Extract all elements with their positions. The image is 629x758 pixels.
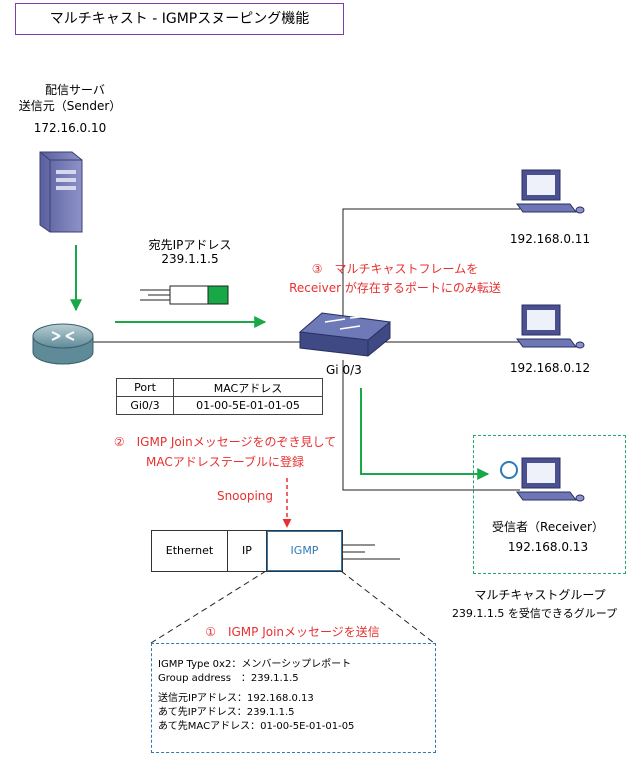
mac-table-header-port: Port: [116, 378, 174, 397]
pc-icon-host2: [516, 304, 585, 349]
host2-ip: 192.168.0.12: [509, 361, 591, 375]
host1-ip: 192.168.0.11: [509, 232, 591, 246]
switch-icon: [298, 312, 392, 357]
group-label-1: マルチキャストグループ: [474, 588, 606, 602]
sender-label-2: 送信元（Sender）: [18, 99, 122, 113]
receiver-label: 受信者（Receiver）: [492, 520, 604, 534]
step2-line2: MACアドレステーブルに登録: [145, 455, 304, 469]
sender-ip: 172.16.0.10: [33, 121, 107, 135]
mac-table-header-mac: MACアドレス: [173, 378, 323, 397]
packet-label: 宛先IPアドレス: [148, 238, 232, 252]
step3-line1: ③ マルチキャストフレームを: [311, 262, 479, 276]
igmp-info: IGMP Type 0x2：メンバーシップレポート Group address …: [158, 658, 354, 734]
mac-table-cell-mac: 01-00-5E-01-01-05: [173, 396, 323, 415]
switch-port-label: Gi 0/3: [326, 363, 362, 377]
frame-tail-lines: [341, 544, 400, 560]
network-links: [93, 208, 520, 491]
step3-line2: Receiver が存在するポートにのみ転送: [289, 281, 501, 295]
switch-to-receiver-arrow: [360, 388, 490, 480]
igmp-info-dst-ip: あて先IPアドレス：239.1.1.5: [158, 707, 295, 718]
frame-ethernet: Ethernet: [152, 531, 228, 571]
igmp-callout-lines: [150, 570, 435, 644]
multicast-group-box: [473, 435, 626, 574]
igmp-frame: Ethernet IP IGMP: [151, 530, 343, 572]
pc-icon-host1: [516, 169, 585, 214]
group-label-2: 239.1.1.5 を受信できるグループ: [451, 607, 618, 620]
mac-table-cell-port: Gi0/3: [116, 396, 174, 415]
pc-icon-receiver: [516, 457, 585, 502]
snooping-label: Snooping: [216, 489, 274, 503]
frame-ip: IP: [228, 531, 267, 571]
mac-address-table: Port MACアドレス Gi0/3 01-00-5E-01-01-05: [116, 378, 323, 415]
igmp-info-dst-mac: あて先MACアドレス：01-00-5E-01-01-05: [158, 721, 355, 732]
step2-line1: ② IGMP Joinメッセージをのぞき見して: [113, 435, 337, 449]
igmp-info-group: Group address ：239.1.1.5: [158, 673, 299, 684]
packet-icon: [140, 285, 229, 305]
receiver-ip: 192.168.0.13: [507, 540, 589, 554]
step1-label: ① IGMP Joinメッセージを送信: [205, 625, 380, 639]
igmp-info-box: [151, 643, 436, 753]
router-icon: [32, 323, 94, 365]
frame-igmp: IGMP: [267, 531, 342, 571]
table-row: Gi0/3 01-00-5E-01-01-05: [116, 396, 323, 415]
packet-ip: 239.1.1.5: [161, 252, 219, 266]
mac-table-header: Port MACアドレス: [116, 378, 323, 397]
receiver-join-circle: [500, 461, 518, 479]
igmp-info-src-ip: 送信元IPアドレス：192.168.0.13: [158, 693, 314, 704]
diagram-title: マルチキャスト - IGMPスヌーピング機能: [15, 3, 344, 35]
server-icon: [39, 151, 83, 233]
igmp-info-type: IGMP Type 0x2：メンバーシップレポート: [158, 659, 352, 670]
sender-label-1: 配信サーバ: [45, 83, 105, 97]
